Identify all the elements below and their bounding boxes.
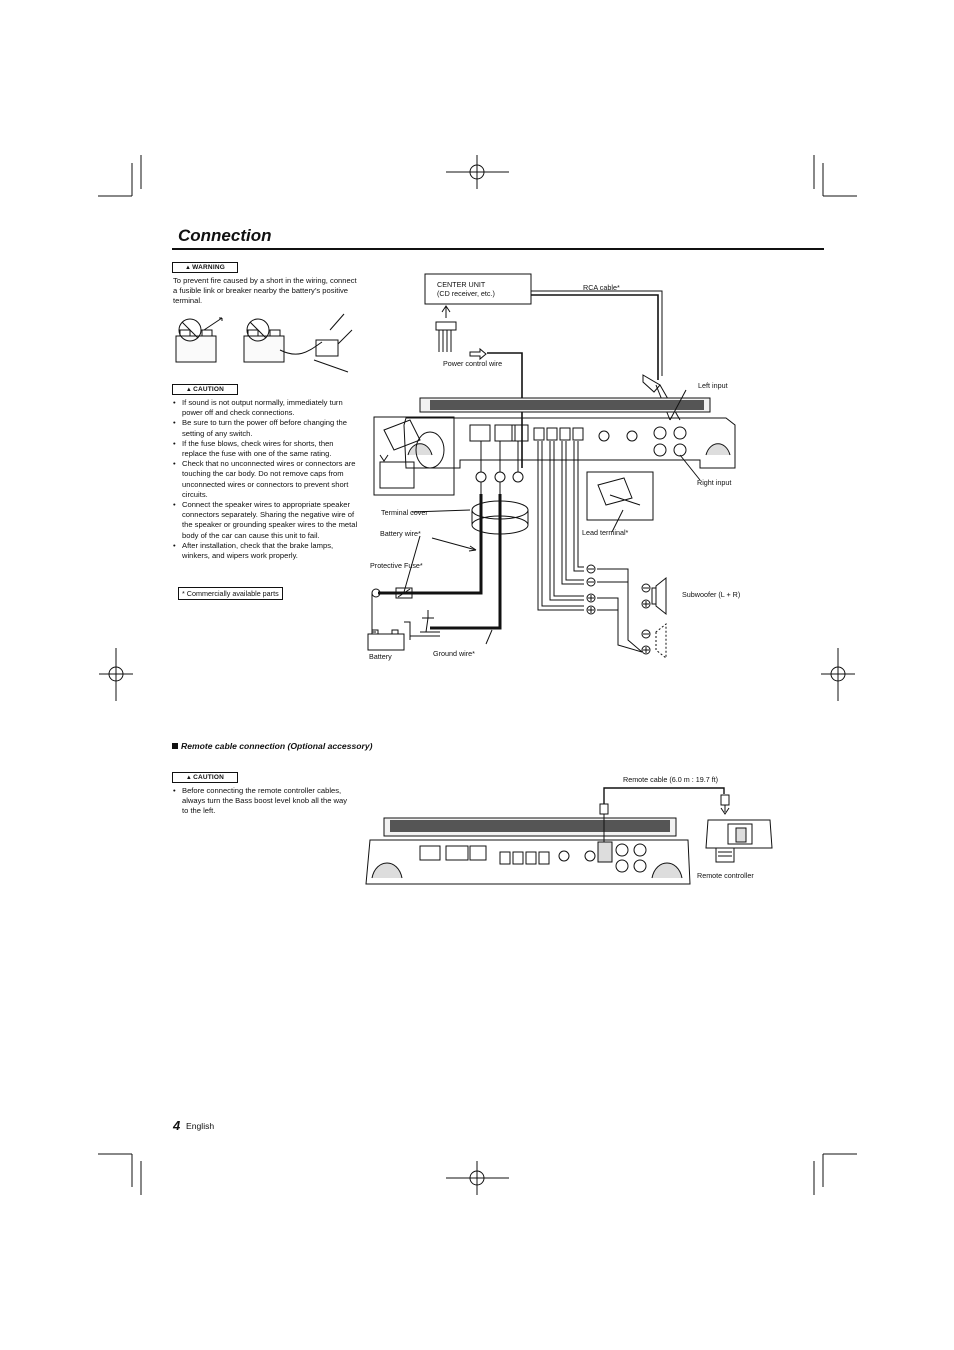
warning-illustration [175, 313, 353, 373]
ground-wire-label: Ground wire* [433, 649, 475, 658]
remote-section-heading: Remote cable connection (Optional access… [172, 741, 373, 751]
warning-badge: ▲WARNING [172, 262, 238, 273]
center-unit-box [424, 273, 532, 305]
center-unit-sublabel: (CD receiver, etc.) [437, 289, 495, 298]
caution-item: After installation, check that the brake… [173, 541, 359, 561]
caution-item: If the fuse blows, check wires for short… [173, 439, 359, 459]
warning-badge-label: WARNING [192, 264, 225, 271]
caution-badge-label: CAUTION [193, 386, 225, 393]
caution-list: If sound is not output normally, immedia… [173, 398, 359, 561]
caution-badge: ▲CAUTION [172, 384, 238, 395]
subwoofer-label: Subwoofer (L + R) [682, 590, 741, 599]
remote-caution-badge-label: CAUTION [193, 774, 225, 781]
remote-controller-label: Remote controller [697, 871, 754, 880]
lead-terminal-label: Lead terminal* [582, 528, 629, 537]
caution-item: Connect the speaker wires to appropriate… [173, 500, 359, 541]
section-square-icon [172, 743, 178, 749]
remote-caution-list: Before connecting the remote controller … [173, 786, 353, 817]
remote-caution-item: Before connecting the remote controller … [173, 786, 353, 817]
page-title: Connection [178, 226, 272, 245]
warning-triangle-icon: ▲ [185, 265, 192, 271]
terminal-cover-label: Terminal cover [381, 508, 428, 517]
remote-section-heading-text: Remote cable connection (Optional access… [181, 741, 373, 751]
warning-text: To prevent fire caused by a short in the… [173, 276, 357, 306]
rca-cable-label: RCA cable* [583, 283, 620, 292]
page-number: 4 [173, 1118, 181, 1133]
right-input-label: Right input [697, 478, 732, 487]
caution-item: Check that no unconnected wires or conne… [173, 459, 359, 500]
caution-triangle-icon: ▲ [185, 775, 193, 781]
left-input-label: Left input [698, 381, 728, 390]
remote-caution-badge: ▲CAUTION [172, 772, 238, 783]
battery-label: Battery [369, 652, 392, 661]
battery-wire-label: Battery wire* [380, 529, 421, 538]
crop-marks [98, 155, 857, 1195]
center-unit-label: CENTER UNIT [437, 280, 486, 289]
remote-cable-label: Remote cable (6.0 m : 19.7 ft) [623, 775, 719, 784]
footnote-box: * Commercially available parts [178, 587, 283, 600]
caution-item: If sound is not output normally, immedia… [173, 398, 359, 418]
caution-triangle-icon: ▲ [185, 387, 193, 393]
protective-fuse-label: Protective Fuse* [370, 561, 423, 570]
title-divider [172, 248, 824, 250]
page-language: English [186, 1121, 215, 1131]
remote-diagram [365, 787, 773, 885]
power-control-wire-label: Power control wire [443, 359, 503, 368]
caution-item: Be sure to turn the power off before cha… [173, 418, 359, 438]
wiring-diagram [367, 273, 736, 660]
